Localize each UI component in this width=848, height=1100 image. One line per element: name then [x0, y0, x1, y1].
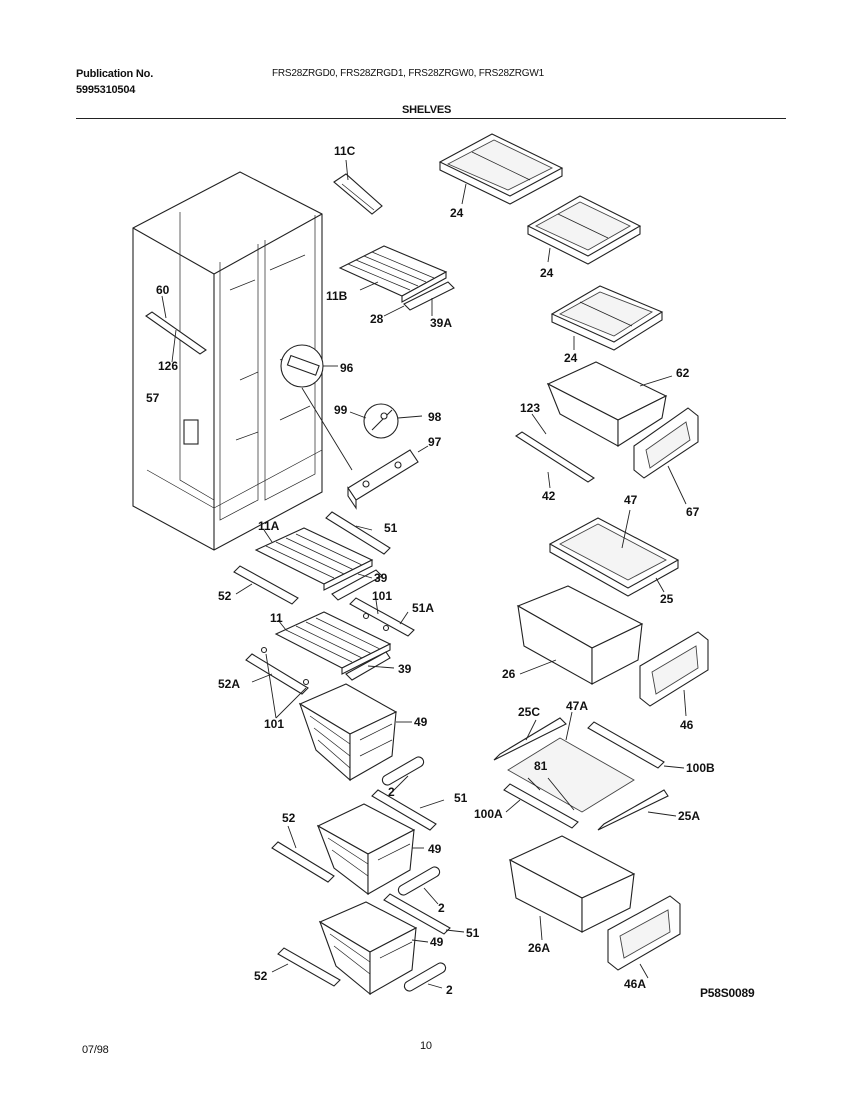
label-67: 67	[686, 505, 700, 519]
label-126: 126	[158, 359, 178, 373]
page-number: 10	[420, 1040, 432, 1052]
label-39-upper: 39	[374, 571, 388, 585]
handle-2-upper	[381, 756, 425, 793]
rail-51a	[349, 597, 415, 637]
drawing-code: P58S0089	[700, 986, 755, 1000]
shelf-assembly-47a	[493, 711, 685, 831]
label-101-upper: 101	[372, 589, 392, 603]
pan-62	[546, 361, 673, 448]
rail-52-lower	[271, 947, 341, 987]
rail-52-upper	[233, 565, 299, 605]
glass-shelf-24-bottom	[550, 285, 664, 351]
rail-51-lower	[383, 893, 465, 935]
label-11a: 11A	[258, 519, 280, 533]
label-57: 57	[146, 391, 160, 405]
handle-2-lower	[403, 962, 447, 992]
label-49-middle: 49	[428, 842, 442, 856]
label-60: 60	[156, 283, 170, 297]
label-51-upper: 51	[384, 521, 398, 535]
label-51-middle: 51	[454, 791, 468, 805]
rail-60	[145, 295, 207, 363]
cover-46	[639, 631, 709, 717]
label-97: 97	[428, 435, 442, 449]
basket-49-middle	[316, 803, 424, 896]
rail-51-middle	[371, 789, 445, 831]
cover-67	[633, 407, 699, 505]
label-49-lower: 49	[430, 935, 444, 949]
publication-number: 5995310504	[76, 84, 136, 96]
basket-49-upper	[298, 683, 412, 782]
label-26: 26	[502, 667, 516, 681]
pan-26a	[508, 835, 636, 941]
glass-shelf-24-top	[438, 133, 564, 205]
label-28: 28	[370, 312, 384, 326]
label-26a: 26A	[528, 941, 550, 955]
basket-49-lower	[318, 901, 429, 996]
label-96: 96	[340, 361, 354, 375]
shelf-frame-47	[548, 509, 680, 597]
label-49-upper: 49	[414, 715, 428, 729]
label-101-lower: 101	[264, 717, 284, 731]
label-46a: 46A	[624, 977, 646, 991]
label-24-bottom: 24	[564, 351, 578, 365]
section-title: SHELVES	[402, 104, 452, 116]
label-11c: 11C	[334, 144, 356, 158]
label-98: 98	[428, 410, 442, 424]
label-47: 47	[624, 493, 638, 507]
label-25: 25	[660, 592, 674, 606]
label-11b: 11B	[326, 289, 348, 303]
model-list: FRS28ZRGD0, FRS28ZRGD1, FRS28ZRGW0, FRS2…	[272, 68, 544, 79]
label-2-lower: 2	[446, 983, 453, 997]
label-99: 99	[334, 403, 348, 417]
label-24-middle: 24	[540, 266, 554, 280]
label-25c: 25C	[518, 705, 540, 719]
wire-shelf-11	[274, 611, 395, 681]
handle-2-middle	[397, 866, 441, 905]
label-47a: 47A	[566, 699, 588, 713]
part-labels: 11C 24 24 24 11B 28 39A 60 126 96 57 99 …	[146, 144, 715, 997]
cover-46a	[607, 895, 681, 979]
pan-26	[516, 585, 644, 685]
bracket-97	[347, 445, 429, 510]
label-25a: 25A	[678, 809, 700, 823]
cabinet-drawing	[132, 171, 323, 551]
label-100a: 100A	[474, 807, 503, 821]
label-2-middle: 2	[438, 901, 445, 915]
label-51a: 51A	[412, 601, 434, 615]
label-24-top: 24	[450, 206, 464, 220]
label-52-lower: 52	[254, 969, 268, 983]
label-100b: 100B	[686, 761, 715, 775]
label-11: 11	[270, 611, 283, 625]
label-42: 42	[542, 489, 556, 503]
bracket-11c	[333, 159, 383, 215]
label-52-middle: 52	[282, 811, 296, 825]
footer-date: 07/98	[82, 1044, 109, 1056]
publication-label: Publication No.	[76, 68, 154, 80]
label-123: 123	[520, 401, 540, 415]
rail-51-upper	[325, 511, 391, 555]
label-52-upper: 52	[218, 589, 232, 603]
label-2-upper: 2	[388, 785, 395, 799]
label-39a: 39A	[430, 316, 452, 330]
label-39-lower: 39	[398, 662, 412, 676]
wire-shelf-11a	[254, 527, 383, 601]
detail-98	[349, 403, 423, 439]
rail-52a	[245, 646, 310, 719]
rail-42	[514, 413, 596, 489]
glass-shelf-24-middle	[526, 195, 642, 265]
wire-shelf-11b	[338, 245, 455, 317]
header-rule	[76, 118, 786, 119]
rail-52-middle	[271, 825, 335, 883]
label-62: 62	[676, 366, 690, 380]
label-81: 81	[534, 759, 548, 773]
label-52a: 52A	[218, 677, 240, 691]
label-51-lower: 51	[466, 926, 480, 940]
detail-96	[280, 344, 353, 471]
label-46: 46	[680, 718, 694, 732]
